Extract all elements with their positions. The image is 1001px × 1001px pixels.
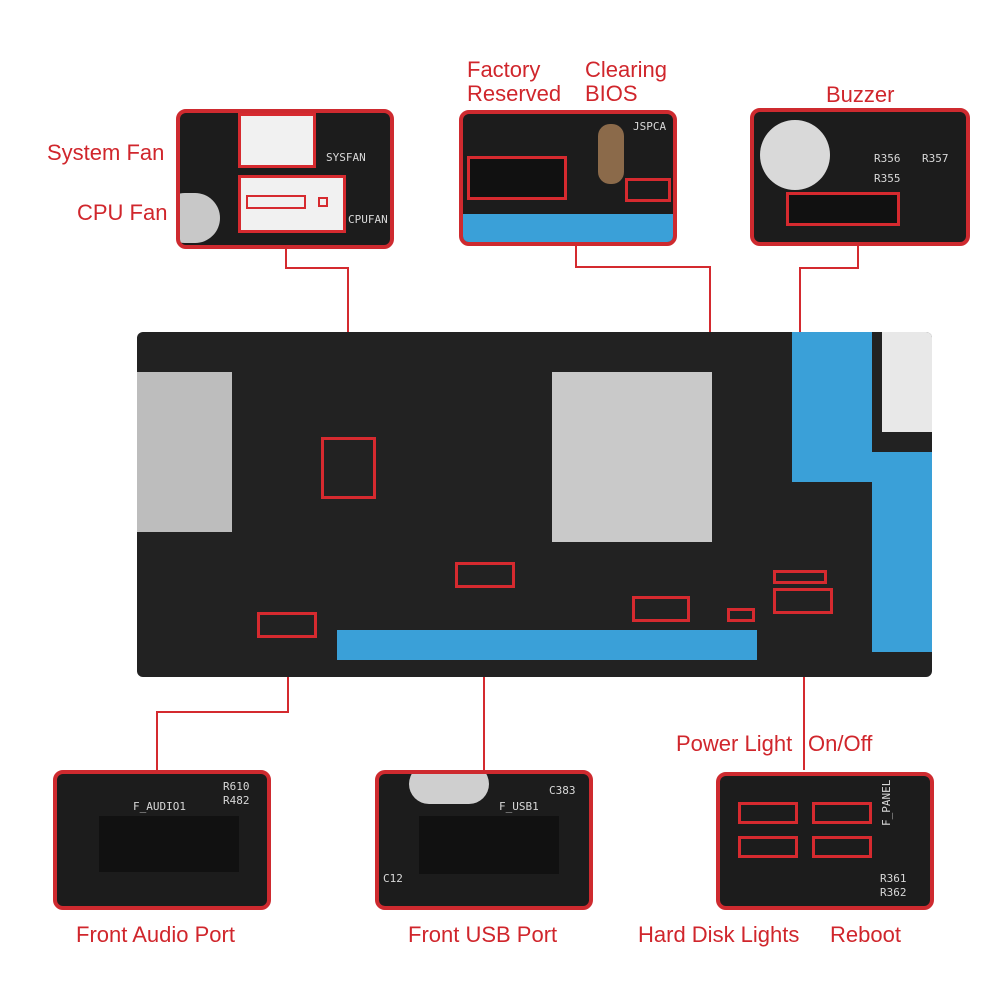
- r610-silk: R610: [223, 780, 250, 793]
- usb-header: [419, 816, 559, 874]
- cpufan-sense-box: [318, 197, 328, 207]
- fan-headers-inset: SYSFAN CPUFAN: [176, 109, 394, 249]
- cpufan-silk: CPUFAN: [348, 213, 388, 226]
- front-usb-inset: F_USB1 C383 C12: [375, 770, 593, 910]
- clearing-bios-label-line2: BIOS: [585, 81, 638, 106]
- atx-power: [882, 332, 932, 432]
- clearing-bios-highlight: [625, 178, 671, 202]
- r361-silk: R361: [880, 872, 907, 885]
- buzzer-label: Buzzer: [826, 82, 895, 107]
- cpu-fan-label: CPU Fan: [77, 200, 168, 225]
- motherboard-photo: [137, 332, 932, 677]
- sata-ports: [872, 452, 932, 652]
- front-panel-inset: F_PANEL R361 R362: [716, 772, 934, 910]
- on-off-label: On/Off: [808, 731, 873, 756]
- pci-slots-vertical: [792, 332, 872, 482]
- cpufan-pin-box: [246, 195, 306, 209]
- system-fan-label: System Fan: [47, 140, 165, 165]
- r355-silk: R355: [874, 172, 901, 185]
- header-highlight-board-1: [632, 596, 690, 622]
- sysfan-silk: SYSFAN: [326, 151, 366, 164]
- f-panel-highlight-board: [773, 588, 833, 614]
- r357-silk: R357: [922, 152, 949, 165]
- factory-reserved-label-line2: Reserved: [467, 81, 562, 106]
- power-light-highlight: [738, 802, 798, 824]
- c383-silk: C383: [549, 784, 576, 797]
- heatsink: [552, 372, 712, 542]
- c12-silk: C12: [383, 872, 403, 885]
- usb-header-highlight-board: [455, 562, 515, 588]
- r362-silk: R362: [880, 886, 907, 899]
- front-audio-inset: F_AUDIO1 R610 R482: [53, 770, 271, 910]
- f-usb-silk: F_USB1: [499, 800, 539, 813]
- on-off-highlight: [812, 802, 872, 824]
- audio-header-highlight-board: [257, 612, 317, 638]
- hard-disk-lights-label: Hard Disk Lights: [638, 922, 800, 947]
- f-audio-silk: F_AUDIO1: [133, 800, 186, 813]
- buzzer-highlight: [786, 192, 900, 226]
- sysfan-highlight: [238, 113, 316, 168]
- factory-reserved-highlight: [467, 156, 567, 200]
- r482-silk: R482: [223, 794, 250, 807]
- jspca-silk: JSPCA: [633, 120, 667, 133]
- f-panel-silk: F_PANEL: [880, 779, 893, 826]
- buzzer-highlight-board: [773, 570, 827, 584]
- reboot-highlight: [812, 836, 872, 858]
- fan-header-highlight-board: [321, 437, 376, 499]
- front-usb-port-label: Front USB Port: [408, 922, 558, 947]
- header-highlight-board-2: [727, 608, 755, 622]
- power-light-label: Power Light: [676, 731, 793, 756]
- io-ports: [137, 372, 232, 532]
- reboot-label: Reboot: [830, 922, 901, 947]
- factory-reserved-label-line1: Factory: [467, 57, 541, 82]
- cpufan-highlight: [238, 175, 346, 233]
- pcie-slot: [337, 630, 757, 660]
- hdd-lights-highlight: [738, 836, 798, 858]
- r356-silk: R356: [874, 152, 901, 165]
- bios-jumpers-inset: JSPCA: [459, 110, 677, 246]
- buzzer-inset: R357 R355 R356: [750, 108, 970, 246]
- audio-header: [99, 816, 239, 872]
- front-audio-port-label: Front Audio Port: [76, 922, 235, 947]
- clearing-bios-label-line1: Clearing: [585, 57, 667, 82]
